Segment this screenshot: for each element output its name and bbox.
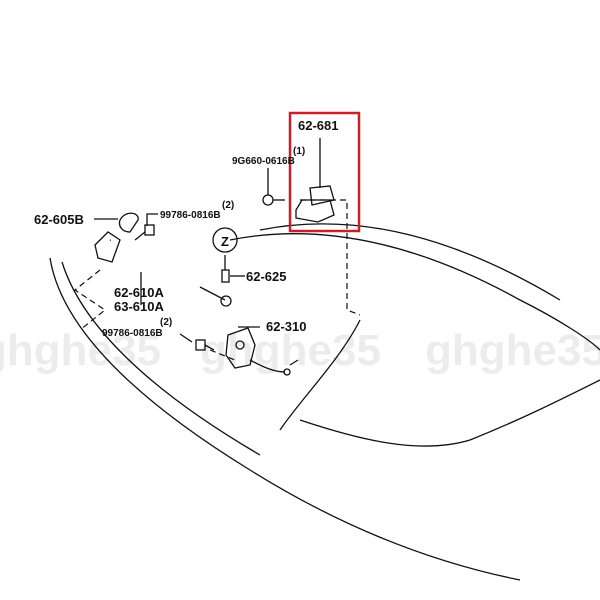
bracket-62-681-icon bbox=[295, 185, 335, 223]
label-qty-lower: (2) bbox=[160, 317, 172, 328]
strut-leader-dash bbox=[73, 269, 107, 331]
z-marker-label: Z bbox=[221, 234, 229, 249]
label-62-605b[interactable]: 62-605B bbox=[34, 212, 84, 227]
leader-bolt-lower bbox=[179, 333, 193, 343]
label-62-681[interactable]: 62-681 bbox=[298, 118, 338, 133]
cap-62-605b-icon bbox=[118, 212, 139, 233]
gas-strut bbox=[94, 231, 232, 307]
trunk-lock-62-310-icon bbox=[225, 327, 299, 376]
label-9g660-0616b[interactable]: 9G660-0616B bbox=[232, 156, 295, 167]
highlight-box bbox=[288, 111, 361, 233]
watermark: ghghe35 bbox=[0, 326, 161, 375]
label-62-310[interactable]: 62-310 bbox=[266, 319, 306, 334]
label-99786-lower[interactable]: 99786-0816B bbox=[102, 328, 163, 339]
label-62-625[interactable]: 62-625 bbox=[246, 269, 286, 284]
watermark: ghghe35 bbox=[200, 326, 381, 375]
leader-bolt-upper bbox=[146, 213, 158, 226]
watermark: ghghe35 bbox=[425, 326, 600, 375]
stud-62-625-icon bbox=[221, 255, 230, 283]
label-63-610a[interactable]: 63-610A bbox=[114, 299, 164, 314]
bolt-681-icon bbox=[262, 194, 285, 206]
label-qty-upper: (2) bbox=[222, 200, 234, 211]
label-62-610a[interactable]: 62-610A bbox=[114, 285, 164, 300]
bolt-lower-icon bbox=[195, 339, 215, 351]
lock-bolt-dash bbox=[209, 349, 236, 361]
trunk-body-outline bbox=[49, 223, 600, 581]
z-marker-circle bbox=[212, 227, 238, 253]
label-99786-upper[interactable]: 99786-0816B bbox=[160, 210, 221, 221]
bolt-upper-icon bbox=[134, 224, 155, 241]
label-qty-681: (1) bbox=[293, 146, 305, 157]
